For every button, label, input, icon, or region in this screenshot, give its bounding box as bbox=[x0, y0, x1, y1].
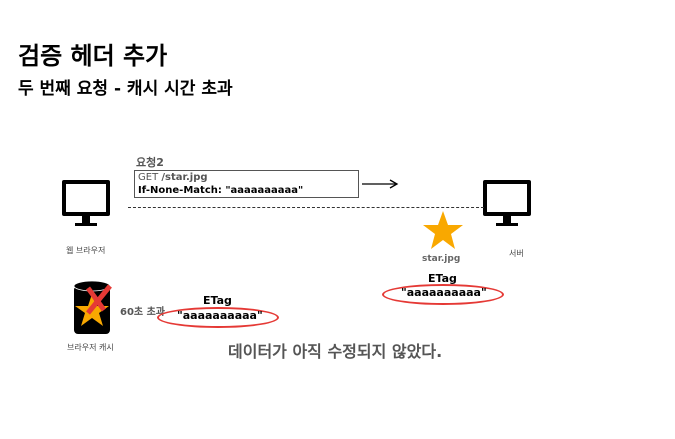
cache-etag-ellipse bbox=[157, 307, 279, 328]
request-label: 요청2 bbox=[136, 156, 164, 169]
server-etag-value: "aaaaaaaaaa" bbox=[401, 286, 487, 299]
page-subtitle: 두 번째 요청 - 캐시 시간 초과 bbox=[18, 79, 233, 99]
cache-label: 브라우저 캐시 bbox=[67, 343, 114, 352]
request-method: GET bbox=[138, 172, 162, 183]
browser-monitor-icon bbox=[62, 180, 110, 226]
server-file-label: star.jpg bbox=[422, 254, 461, 264]
request-path: /star.jpg bbox=[161, 172, 208, 183]
server-etag-ellipse bbox=[382, 284, 504, 305]
browser-cache-icon bbox=[73, 280, 112, 334]
cache-expired-label: 60초 초과 bbox=[120, 307, 165, 318]
request-arrow-icon bbox=[362, 179, 399, 189]
server-label: 서버 bbox=[509, 249, 524, 258]
cache-etag-value: "aaaaaaaaaa" bbox=[177, 309, 263, 322]
browser-label: 웹 브라우저 bbox=[66, 246, 106, 255]
connection-line bbox=[128, 207, 484, 208]
page-title: 검증 헤더 추가 bbox=[18, 42, 168, 70]
cache-etag-title: ETag bbox=[203, 294, 232, 307]
star-icon bbox=[423, 211, 463, 249]
server-etag-title: ETag bbox=[428, 272, 457, 285]
request-header: If-None-Match: "aaaaaaaaaa" bbox=[138, 185, 304, 196]
not-modified-message: 데이터가 아직 수정되지 않았다. bbox=[228, 342, 443, 361]
request-box: GET /star.jpg If-None-Match: "aaaaaaaaaa… bbox=[134, 170, 359, 198]
server-monitor-icon bbox=[483, 180, 531, 226]
